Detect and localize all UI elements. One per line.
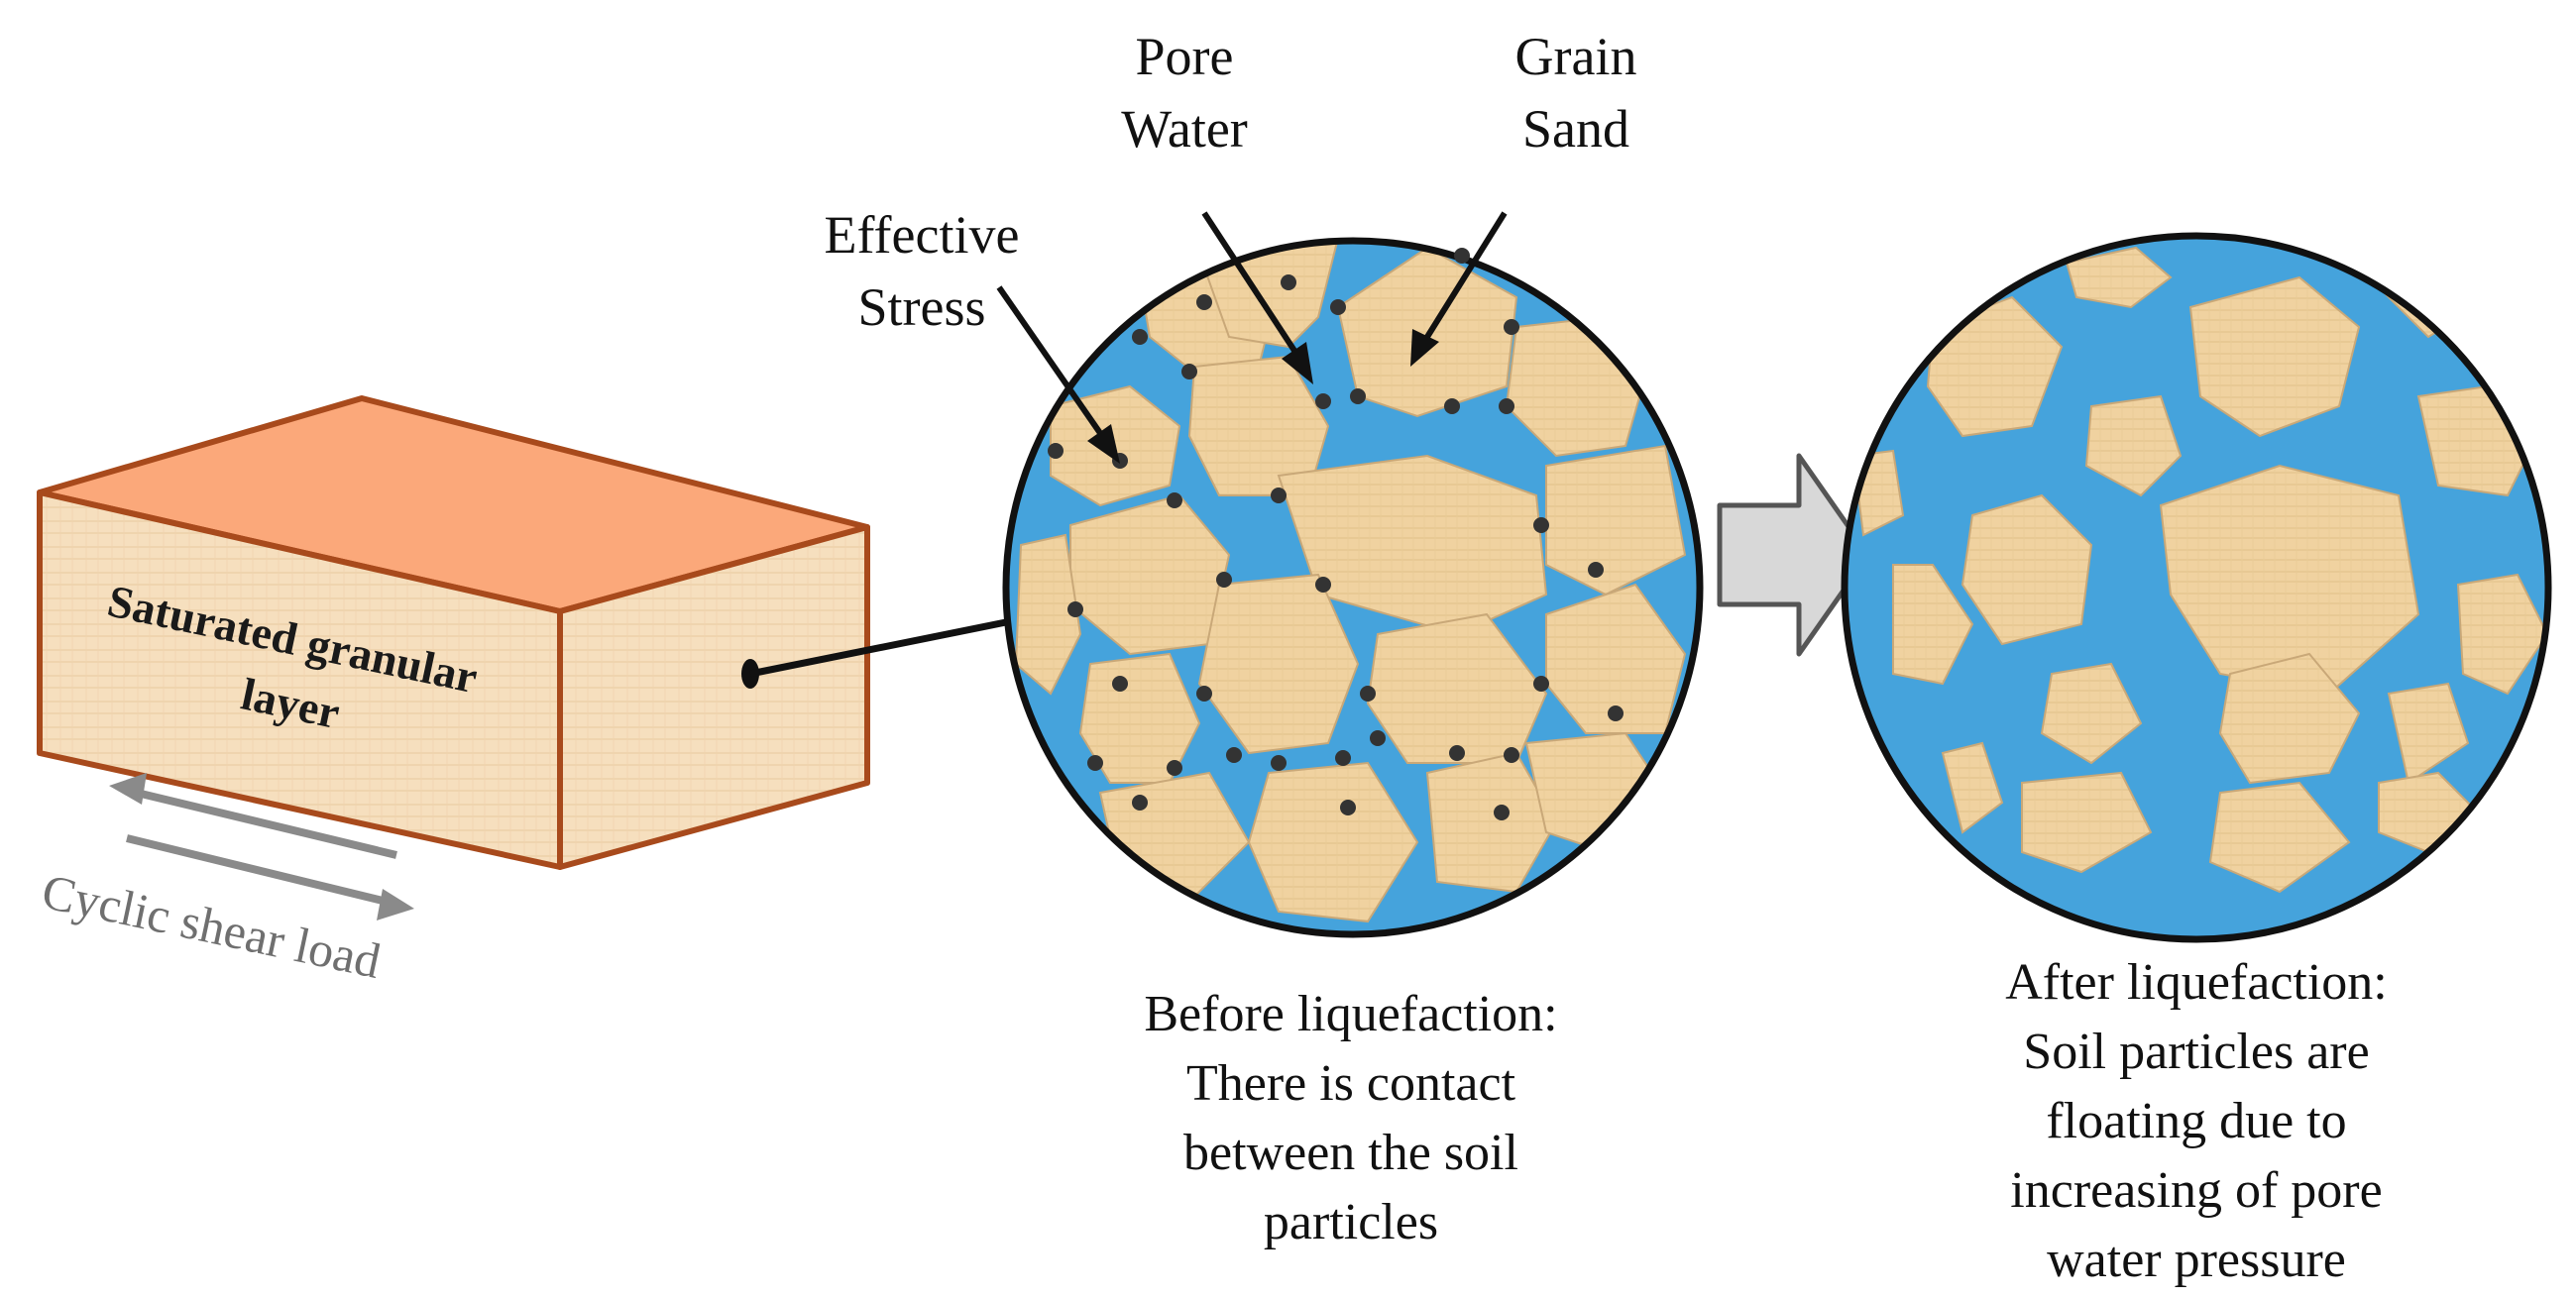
contact-dot <box>1132 329 1148 345</box>
contact-dot <box>1132 795 1148 811</box>
grain <box>2065 246 2173 309</box>
contact-dot <box>1315 577 1331 593</box>
contact-dot <box>1271 488 1287 503</box>
effective-stress-arrowhead <box>1087 424 1120 464</box>
before-circle-outline <box>1002 237 1704 938</box>
pore-water-label-line1: Pore <box>1136 27 1234 86</box>
grain <box>1892 564 1974 686</box>
contact-dot <box>1533 517 1549 533</box>
grain <box>1197 573 1360 755</box>
contact-dot <box>1330 299 1346 315</box>
grain <box>2387 682 2470 785</box>
contact-dot <box>1444 398 1460 414</box>
grain-sand-arrow <box>1424 211 1508 339</box>
grain-sand-label-line1: Grain <box>1515 27 1637 86</box>
contact-dot <box>1281 274 1296 290</box>
cyclic-load-arrows <box>109 773 414 921</box>
grain <box>2456 573 2548 696</box>
before-caption: Before liquefaction: There is contact be… <box>1144 986 1557 1250</box>
grain <box>2218 652 2361 785</box>
contact-dot <box>1167 760 1182 776</box>
before-caption-line: between the soil <box>1183 1125 1518 1181</box>
after-caption-line: floating due to <box>2046 1093 2346 1149</box>
load-arrow-right <box>126 834 388 906</box>
after-caption-line: After liquefaction: <box>2005 954 2388 1011</box>
contact-dot <box>1588 562 1604 578</box>
contact-dot <box>1504 319 1519 335</box>
contact-dot <box>1216 572 1232 588</box>
contact-dot <box>1504 747 1519 763</box>
grain <box>2159 464 2420 696</box>
grain <box>2084 394 2183 497</box>
before-caption-line: particles <box>1264 1194 1438 1250</box>
contact-dot <box>1533 676 1549 692</box>
grain <box>2021 771 2153 874</box>
contact-dot <box>1196 294 1212 310</box>
load-arrow-left-head <box>109 773 147 805</box>
grain <box>1247 761 1419 923</box>
before-caption-line: Before liquefaction: <box>1144 986 1557 1042</box>
saturated-block: Saturated granular layer <box>37 395 870 870</box>
contact-dot <box>1315 393 1331 409</box>
contact-dot <box>1608 705 1624 721</box>
grain-sand-label-line2: Sand <box>1522 99 1629 159</box>
contact-dot <box>1340 800 1356 815</box>
grain <box>2208 781 2351 894</box>
grain <box>1014 533 1082 696</box>
contact-dot <box>1494 805 1510 820</box>
connector-line <box>749 617 1012 678</box>
after-caption-line: increasing of pore <box>2010 1162 2382 1219</box>
before-liquefaction-view <box>1002 237 1704 938</box>
contact-dot <box>1067 601 1083 617</box>
contact-points <box>1048 248 1624 820</box>
contact-dot <box>1048 443 1064 459</box>
contact-dot <box>1449 745 1465 761</box>
load-arrow-right-head <box>377 889 414 921</box>
contact-dot <box>1196 686 1212 702</box>
contact-dot <box>1226 747 1242 763</box>
after-caption-line: water pressure <box>2047 1232 2346 1288</box>
contact-dot <box>1454 248 1470 264</box>
grain <box>2188 275 2361 438</box>
grain <box>1425 751 1558 894</box>
after-liquefaction-view <box>1841 232 2552 943</box>
grain <box>1960 493 2093 646</box>
contact-dot <box>1181 364 1197 379</box>
after-circle-outline <box>1841 232 2552 943</box>
load-arrow-left <box>136 789 397 859</box>
grain <box>2040 662 2143 765</box>
before-caption-line: There is contact <box>1186 1055 1516 1112</box>
cyclic-load-label: Cyclic shear load <box>38 863 386 989</box>
grain <box>1941 741 2004 834</box>
contact-dot <box>1360 686 1376 702</box>
grain <box>1545 444 1687 596</box>
contact-dot <box>1335 750 1351 766</box>
contact-dot <box>1350 388 1366 404</box>
grain <box>1926 295 2064 438</box>
zoom-connector <box>741 617 1012 689</box>
contact-dot <box>1112 676 1128 692</box>
effective-stress-arrow <box>996 285 1105 438</box>
after-caption-line: Soil particles are <box>2023 1024 2369 1080</box>
block-side-face <box>557 524 870 870</box>
effective-stress-label-line2: Stress <box>857 277 985 337</box>
pore-water-arrowhead <box>1282 342 1313 384</box>
contact-dot <box>1499 398 1514 414</box>
pore-water-arrow <box>1201 211 1301 359</box>
grain-sand-arrowhead <box>1410 329 1439 367</box>
contact-dot <box>1087 755 1103 771</box>
contact-dot <box>1167 492 1182 508</box>
effective-stress-label-line1: Effective <box>825 205 1020 265</box>
contact-dot <box>1370 730 1386 746</box>
after-caption: After liquefaction: Soil particles are f… <box>2005 954 2388 1288</box>
contact-dot <box>1271 755 1287 771</box>
label-arrows <box>996 211 1508 464</box>
transition-arrow <box>1717 453 1871 657</box>
pore-water-label-line2: Water <box>1121 99 1248 159</box>
